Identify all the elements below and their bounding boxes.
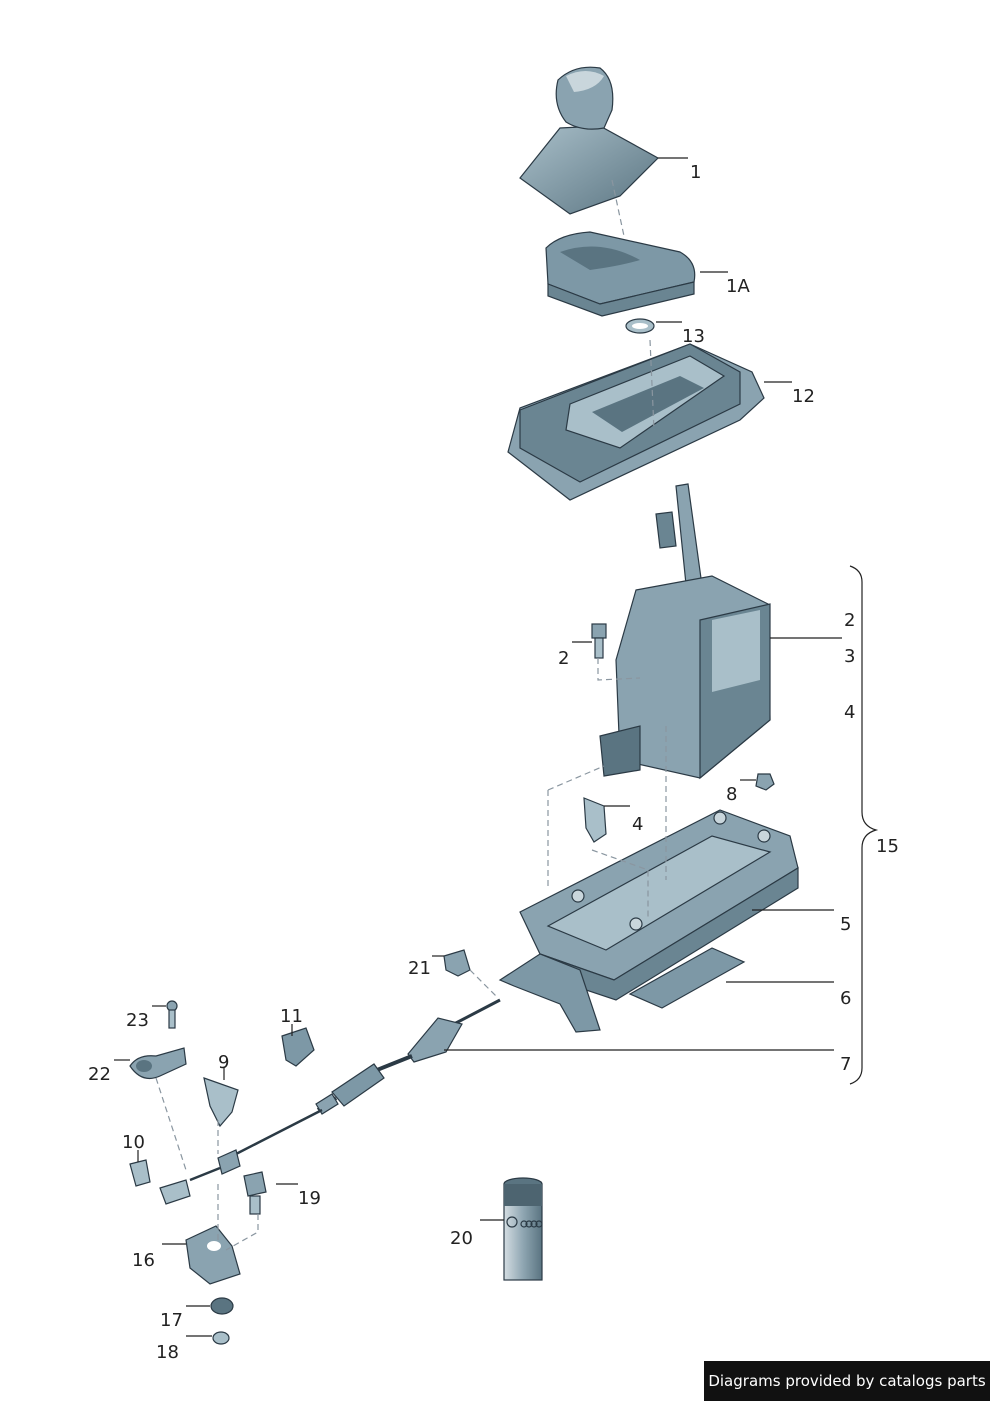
callout-1a: 1A	[726, 276, 750, 297]
bracket-clip-11	[281, 1027, 315, 1067]
callout-8: 8	[726, 784, 737, 805]
nut-8	[755, 773, 775, 791]
callout-21: 21	[408, 958, 431, 979]
callout-13: 13	[682, 326, 705, 347]
callout-2-mechanism: 2	[844, 610, 855, 631]
callout-2-screw: 2	[558, 648, 569, 669]
clip-ring	[625, 318, 655, 334]
bolt-19	[243, 1171, 267, 1215]
screw-2	[591, 623, 607, 659]
base-tray	[498, 809, 799, 1033]
callout-1: 1	[690, 162, 701, 183]
bracket-16	[185, 1225, 241, 1285]
callout-3: 3	[844, 646, 855, 667]
callout-7: 7	[840, 1054, 851, 1075]
callout-4-mechanism: 4	[844, 702, 855, 723]
callout-18: 18	[156, 1342, 179, 1363]
callout-labels: 1 1A 13 12 2 3 4 2 8 4 15 5 21 6 11 23 9…	[88, 162, 899, 1363]
callout-9: 9	[218, 1052, 229, 1073]
clip-10	[129, 1159, 151, 1187]
callout-16: 16	[132, 1250, 155, 1271]
callout-4-clip: 4	[632, 814, 643, 835]
credit-banner: Diagrams provided by catalogs parts	[704, 1361, 990, 1401]
lever-eye-22	[129, 1047, 187, 1079]
selector-mechanism	[599, 483, 771, 780]
selector-cable	[159, 998, 501, 1205]
callout-6: 6	[840, 988, 851, 1009]
clip-4	[583, 797, 607, 843]
callout-11: 11	[280, 1006, 303, 1027]
callout-15: 15	[876, 836, 899, 857]
alignment-lines	[155, 179, 667, 1251]
callout-22: 22	[88, 1064, 111, 1085]
retainer-21	[443, 949, 471, 977]
shift-trim-cover	[545, 231, 696, 317]
callout-10: 10	[122, 1132, 145, 1153]
rivet-18	[212, 1331, 230, 1345]
rings-logo-icon	[520, 1220, 543, 1228]
callout-5: 5	[840, 914, 851, 935]
callout-17: 17	[160, 1310, 183, 1331]
callout-23: 23	[126, 1010, 149, 1031]
callout-12: 12	[792, 386, 815, 407]
grease-tube-20	[503, 1177, 543, 1281]
spring-clip-9	[203, 1077, 239, 1128]
bolt-23	[166, 1000, 178, 1029]
callout-20: 20	[450, 1228, 473, 1249]
callout-19: 19	[298, 1188, 321, 1209]
selector-housing-frame	[507, 343, 765, 501]
grommet-17	[210, 1297, 234, 1315]
insulation-pad	[628, 947, 746, 1009]
gear-knob-with-boot	[519, 66, 659, 215]
leader-lines	[114, 157, 879, 1337]
